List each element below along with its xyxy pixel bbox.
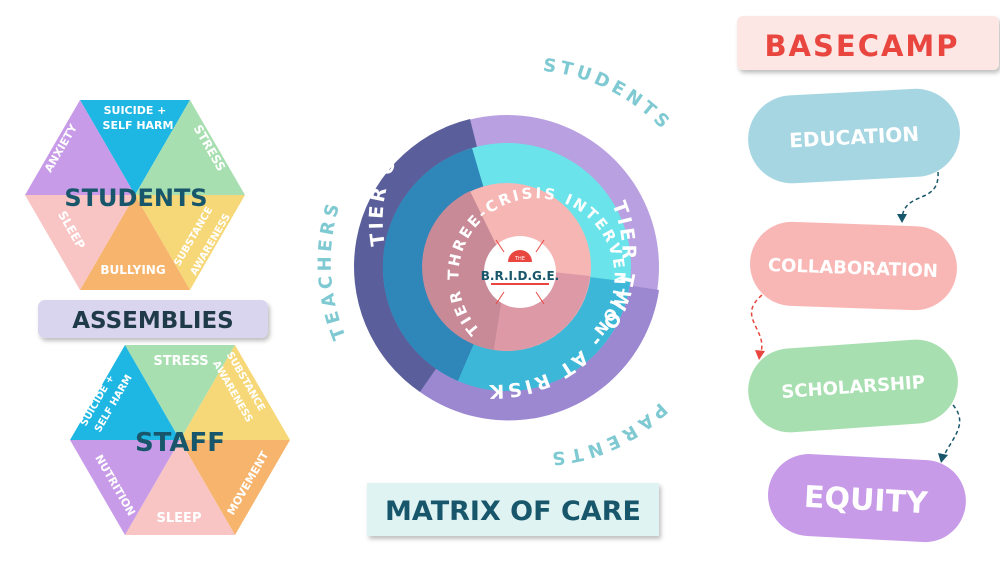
arrow-scholar-equity [942, 404, 961, 459]
arrow-edu-collab [901, 171, 939, 219]
seg-label: SUICIDE + [104, 104, 167, 117]
arrow-head [755, 350, 765, 360]
assemblies-label: ASSEMBLIES [72, 308, 234, 334]
seg-label: SELF HARM [103, 119, 174, 132]
staff-hex-title: STAFF [135, 428, 225, 458]
matrix-of-care-box: MATRIX OF CARE [367, 483, 659, 536]
basecamp-header: BASECAMP [737, 16, 999, 70]
hex-seg-stress [125, 345, 235, 440]
seg-label: SLEEP [157, 511, 202, 526]
teachers-path: TEACHERS [315, 198, 347, 343]
hex-seg-substance [135, 195, 245, 290]
basecamp-title: BASECAMP [764, 29, 959, 63]
bridge-logo-bg [484, 236, 556, 308]
tier-three-ring-dark [422, 191, 507, 350]
hex-seg-bullying [80, 195, 190, 290]
basecamp-pill-education: EDUCATION [748, 88, 960, 184]
hex-seg-sleep [125, 440, 235, 535]
hex-seg-suicide [80, 100, 190, 195]
matrix-circle: THE B.R.I.D.G.E. TIER ONE - PREVENTION T… [354, 73, 659, 421]
bridge-logo-small: THE [514, 256, 525, 262]
arrow-head [897, 214, 907, 223]
bridge-logo-text: B.R.I.D.G.E. [481, 269, 559, 283]
hex-seg-movement [180, 440, 290, 535]
hex-seg-stress [135, 100, 245, 195]
hex-seg-anxiety [25, 100, 135, 195]
hex-seg-sleep [25, 195, 135, 290]
logo-arrows [495, 239, 545, 305]
staff-hexagon: STRESS SUBSTANCE AWARENESS MOVEMENT SLEE… [70, 345, 290, 535]
seg-label: STRESS [153, 354, 208, 369]
assemblies-label-box: ASSEMBLIES [38, 300, 268, 338]
hex-seg-nutrition [70, 440, 180, 535]
basecamp-pill-equity: EQUITY [768, 454, 966, 543]
outer-label-teachers: TEACHERS [315, 198, 351, 343]
arrow-head [938, 453, 948, 463]
matrix-of-care-label: MATRIX OF CARE [385, 496, 641, 527]
pill-label: EQUITY [803, 480, 930, 521]
students-hexagon: SUICIDE + SELF HARM STRESS SUBSTANCE AWA… [25, 100, 245, 290]
hex-seg-suicide [70, 345, 180, 440]
connector-arrows [750, 171, 961, 463]
arrow-collab-scholar [750, 294, 763, 356]
bridge-logo-icon [508, 250, 532, 262]
basecamp-pill-collaboration: COLLABORATION [750, 221, 957, 311]
hex-seg-substance [180, 345, 290, 440]
seg-label: BULLYING [100, 263, 165, 277]
students-hex-title: STUDENTS [64, 184, 207, 212]
basecamp-pill-scholarship: SCHOLARSHIP [748, 339, 958, 433]
